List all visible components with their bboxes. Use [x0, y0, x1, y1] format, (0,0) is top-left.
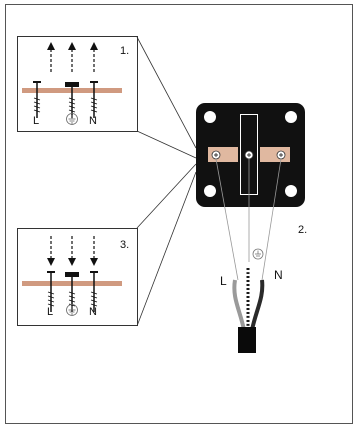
- arrowheads-down: [47, 258, 98, 266]
- earth-ground-icon: [66, 304, 78, 316]
- live-wire-label: L: [220, 274, 227, 288]
- arrowheads-up: [47, 42, 98, 50]
- earth-ground-icon: [252, 248, 264, 260]
- terminal-strip-right: [260, 147, 290, 162]
- screw-head-icon: [244, 150, 254, 160]
- screw-terminal-icon: [33, 81, 41, 118]
- step-3-label: 3.: [120, 239, 129, 251]
- live-label: L: [47, 306, 53, 318]
- wire-neutral: [250, 279, 265, 331]
- screw-terminal-icon: [90, 81, 98, 118]
- screw-terminal-icon: [65, 82, 79, 118]
- step-2-label: 2.: [298, 224, 307, 236]
- outer-frame: [5, 4, 353, 424]
- neutral-label: N: [89, 306, 97, 318]
- mounting-hole: [204, 185, 216, 197]
- terminal-box: [196, 103, 305, 207]
- arrow-up-icon: [50, 50, 95, 72]
- screw-terminal-icon: [90, 271, 98, 312]
- neutral-label: N: [89, 115, 97, 127]
- screw-terminal-icon: [65, 272, 79, 312]
- mounting-hole: [204, 111, 216, 123]
- detail-1-panel: 1. L N: [17, 36, 138, 132]
- step-1-label: 1.: [120, 45, 129, 57]
- wire-live: [232, 279, 246, 331]
- earth-ground-icon: [66, 113, 78, 125]
- arrow-down-icon: [50, 236, 95, 258]
- screw-head-icon: [276, 150, 286, 160]
- mounting-hole: [285, 111, 297, 123]
- connection-guides: [215, 158, 282, 281]
- detail-3-panel: 3. L N: [17, 228, 138, 326]
- neutral-wire-label: N: [274, 268, 283, 282]
- callout-lines: [136, 36, 197, 327]
- screw-head-icon: [211, 150, 221, 160]
- cable: [232, 268, 265, 353]
- cable-sheath: [238, 327, 256, 353]
- screw-terminal-icon: [47, 271, 55, 312]
- mounting-hole: [285, 185, 297, 197]
- live-label: L: [33, 115, 39, 127]
